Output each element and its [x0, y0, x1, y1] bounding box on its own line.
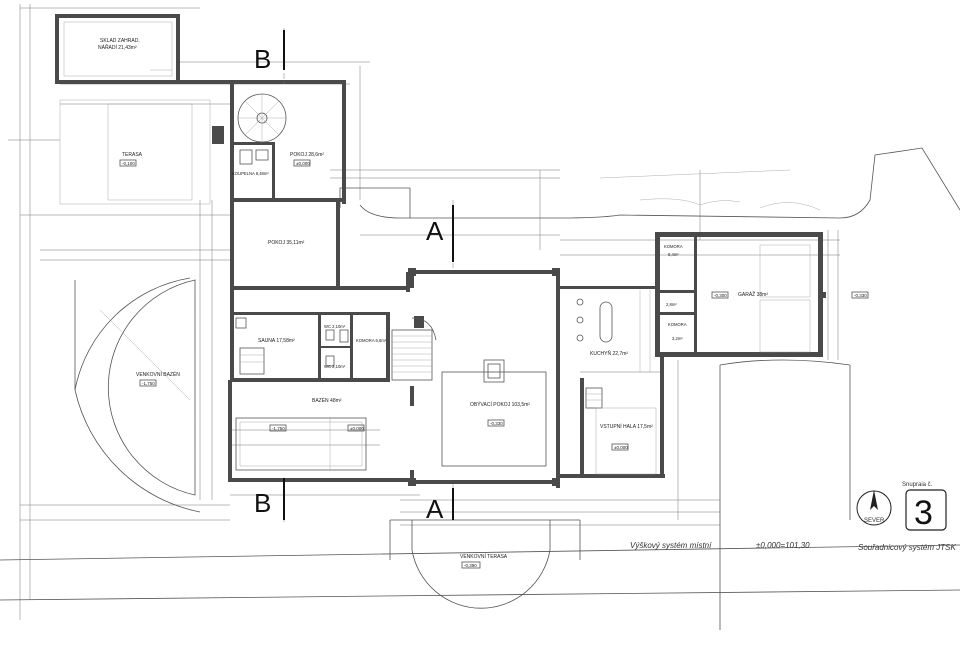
room-vstupni-label: VSTUPNÍ HALA 17,5m²	[600, 423, 653, 430]
room-sklad-area: NÁŘADÍ 21,43m²	[98, 43, 137, 51]
section-a-bottom-label: A	[426, 494, 444, 524]
room-venkovni-bazen-label: VENKOVNÍ BAZÉN	[136, 371, 180, 378]
note-vyskovy: Výškový systém místní	[630, 541, 712, 550]
room-terasa-label: TERASA	[122, 152, 143, 158]
level-vstupni: ±0,000	[614, 445, 628, 450]
note-souradnicovy: Souřadnicový systém JTSK	[858, 543, 956, 552]
level-garaz: -0,300	[714, 293, 727, 298]
room-obyvaci-label: OBÝVACÍ POKOJ 103,5m²	[470, 401, 530, 408]
room-komora-top-area: 8,4m²	[668, 252, 679, 257]
sheet-caption: Snupraia č.	[902, 482, 933, 488]
room-garaz-label: GARÁŽ 38m²	[738, 290, 768, 298]
room-kuchyn-label: KUCHYŇ 22,7m²	[590, 350, 628, 357]
outdoor-terrace	[389, 519, 581, 609]
level-obyvaci: -0,330	[490, 421, 503, 426]
room-labels: SKLAD ZAHRAD. NÁŘADÍ 21,43m² TERASA -0,1…	[98, 38, 869, 569]
room-wc2-label: WC 2,10m²	[324, 364, 346, 369]
room-komora-small-label: KOMORA	[668, 322, 687, 327]
room-bazen-label: BAZÉN 48m²	[312, 397, 342, 404]
level-garaz-out: -0,330	[854, 293, 867, 298]
note-datum: ±0,000=101,30	[756, 541, 810, 550]
room-pokoj35-label: POKOJ 35,11m²	[268, 240, 305, 246]
section-markers: B B A A	[254, 30, 454, 524]
level-venkovni-bazen: -1,750	[142, 381, 155, 386]
north-arrow: SEVER	[856, 490, 892, 526]
room-komora-top-label: KOMORA	[664, 244, 683, 249]
section-a-top-label: A	[426, 216, 444, 246]
site-boundaries	[0, 147, 960, 630]
room-koupelna-label: KOUPELNA 8,48m²	[232, 171, 269, 176]
room-komora-mid-label: KOMORA 6,6m²	[356, 338, 387, 343]
room-sklad-label: SKLAD ZAHRAD.	[100, 38, 140, 44]
room-sauna-label: SAUNA 17,58m²	[258, 338, 295, 344]
section-b-top-label: B	[254, 44, 271, 74]
room-small-area: 2,8m²	[666, 302, 677, 307]
notes: Výškový systém místní ±0,000=101,30 Souř…	[630, 541, 956, 552]
level-bazen-left: -1,750	[272, 426, 285, 431]
room-venkovni-terasa-label: VENKOVNÍ TERASA	[460, 553, 508, 560]
interior-details	[59, 21, 821, 522]
level-terasa: -0,100	[122, 161, 135, 166]
level-pokoj28: ±0,000	[296, 161, 310, 166]
north-arrow-label: SEVER	[864, 518, 885, 524]
section-b-bottom-label: B	[254, 488, 271, 518]
stair-icon	[391, 329, 433, 381]
walls	[55, 14, 826, 488]
sheet-number: 3	[914, 494, 933, 532]
room-wc1-label: WC 2,10m²	[324, 324, 346, 329]
room-komora-small-area: 3,2m²	[672, 336, 683, 341]
level-venkovni-terasa: -0,390	[464, 563, 477, 568]
outdoor-pool	[74, 277, 201, 513]
room-pokoj28-label: POKOJ 28,6m²	[290, 152, 324, 158]
level-bazen-right: ±0,000	[350, 426, 364, 431]
sheet-number-box: Snupraia č. 3	[902, 482, 947, 532]
dimension-lines	[8, 4, 840, 620]
